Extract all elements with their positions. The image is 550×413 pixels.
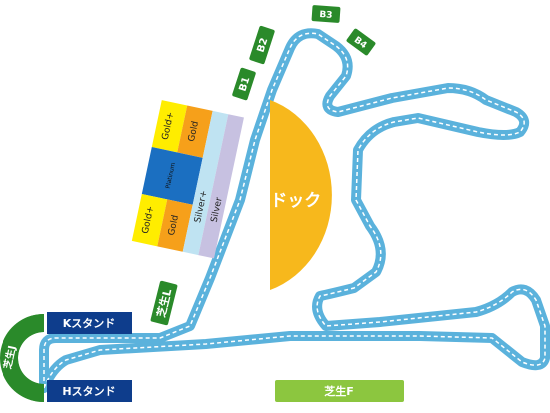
stand-b2-label: B2: [255, 37, 270, 54]
block-platinum[interactable]: [141, 147, 203, 205]
stand-shiba-l-label: 芝生L: [154, 287, 175, 319]
block-gold-top-label: Gold: [187, 120, 201, 142]
block-gold-bottom[interactable]: [157, 199, 193, 252]
block-silver-plus[interactable]: [182, 110, 229, 256]
stand-b1-label: B1: [237, 76, 252, 93]
block-gold-plus-bottom[interactable]: [131, 193, 168, 247]
block-gold-plus-top[interactable]: [151, 100, 188, 153]
block-gold-bottom-label: Gold: [167, 214, 181, 236]
block-gold-top[interactable]: [177, 105, 213, 158]
stand-k[interactable]: [47, 312, 132, 334]
stand-h[interactable]: [47, 380, 132, 402]
stand-shiba-f-label: 芝生F: [324, 384, 354, 398]
paddock-label: パドック: [253, 191, 322, 211]
track-centerline-dashes: [43, 32, 546, 389]
stand-k-label: Kスタンド: [63, 317, 116, 330]
stand-shiba-j[interactable]: 芝生J: [0, 313, 44, 403]
stand-shiba-l[interactable]: 芝生L: [150, 280, 178, 326]
stand-b3-label: B3: [319, 10, 333, 21]
stand-b4[interactable]: B4: [346, 28, 376, 56]
stand-b2[interactable]: B2: [249, 25, 275, 65]
race-track: [39, 28, 550, 393]
stand-b3[interactable]: B3: [311, 5, 341, 23]
stand-h-label: Hスタンド: [62, 385, 115, 398]
stand-b1[interactable]: B1: [232, 67, 256, 101]
main-grandstand: Gold+ Gold Platinum Gold+ Gold Silver+ S…: [131, 100, 244, 259]
block-silver[interactable]: [198, 114, 244, 259]
paddock-area[interactable]: [270, 100, 332, 290]
stand-shiba-f[interactable]: [275, 380, 404, 402]
